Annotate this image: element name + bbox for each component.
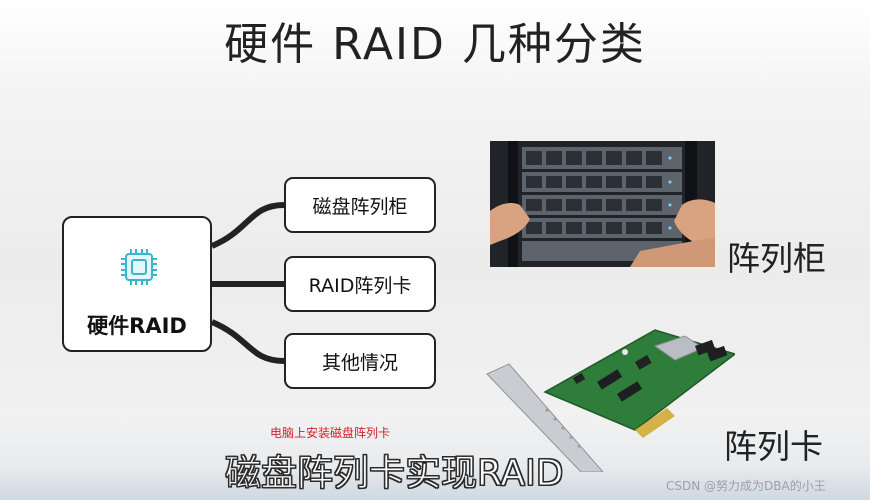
footer-band bbox=[0, 466, 870, 500]
card-label: 阵列卡 bbox=[724, 427, 823, 466]
video-subtitle: 磁盘阵列卡实现RAID bbox=[225, 453, 565, 495]
root-label: 硬件RAID bbox=[87, 314, 187, 338]
server-rack-illustration bbox=[490, 141, 715, 267]
slide-title: 硬件 RAID 几种分类 bbox=[224, 19, 646, 70]
csdn-watermark: CSDN @努力成为DBA的小王 bbox=[666, 479, 826, 493]
node-other-cases[interactable]: 其他情况 bbox=[284, 333, 436, 389]
disk-array-cabinet-photo bbox=[490, 141, 715, 267]
node-disk-array-cabinet[interactable]: 磁盘阵列柜 bbox=[284, 177, 436, 233]
mindmap-root[interactable]: 硬件RAID bbox=[62, 216, 212, 352]
connector-other bbox=[210, 319, 285, 364]
node-raid-card[interactable]: RAID阵列卡 bbox=[284, 256, 436, 312]
connector-cabinet bbox=[210, 202, 285, 249]
install-note: 电脑上安装磁盘阵列卡 bbox=[270, 426, 391, 440]
cabinet-label: 阵列柜 bbox=[727, 239, 826, 278]
raid-card-illustration bbox=[486, 329, 735, 472]
chip-icon bbox=[121, 249, 157, 285]
